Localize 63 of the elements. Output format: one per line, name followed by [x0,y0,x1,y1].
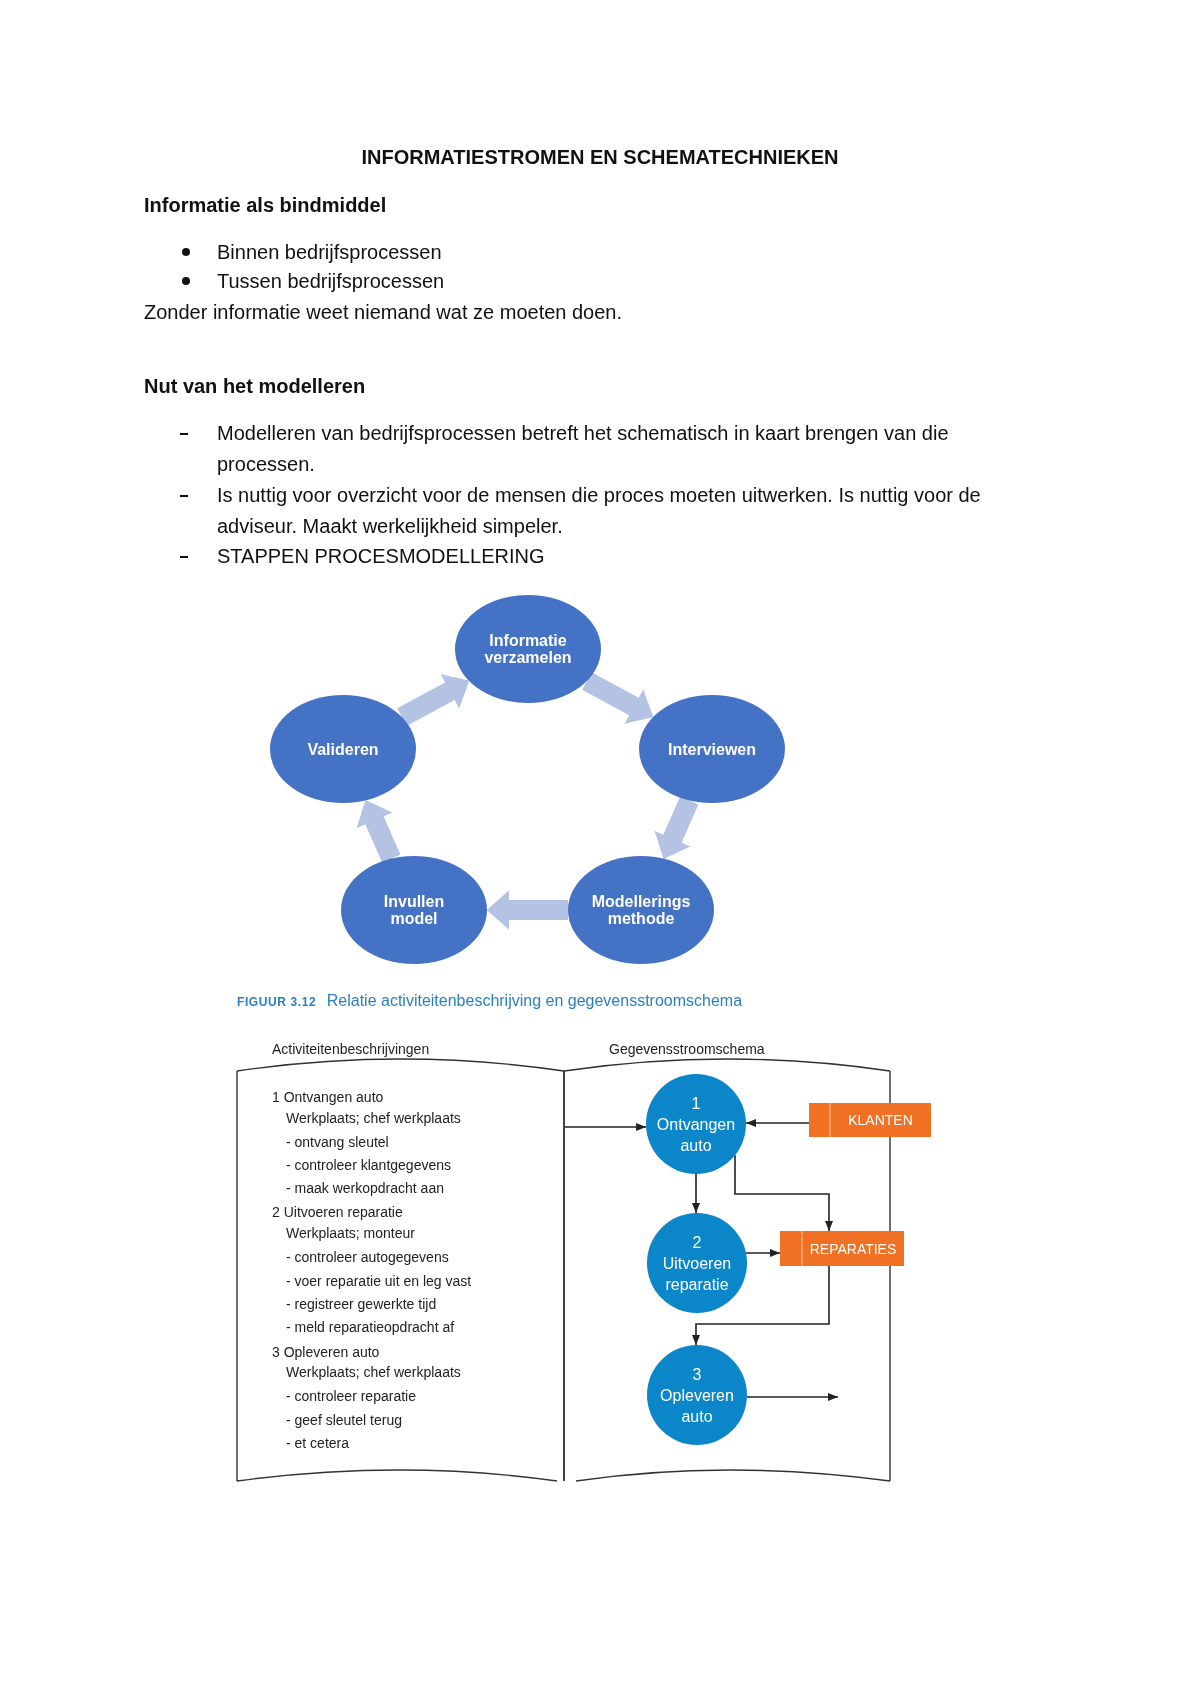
activity-line: - ontvang sleutel [286,1133,389,1151]
node-label: Valideren [307,740,379,758]
process-ellipse [639,695,785,803]
data-store [809,1103,931,1137]
activity-line: - maak werkopdracht aan [286,1179,444,1197]
block-arrow [487,890,568,930]
activity-title: 1 Ontvangen auto [272,1088,384,1106]
arrow [563,1123,647,1131]
activity-line: Werkplaats; chef werkplaats [286,1109,461,1127]
process-ellipse [341,856,487,964]
activity-line: Werkplaats; monteur [286,1224,415,1242]
process-ellipse [455,595,601,703]
block-arrow [654,796,699,859]
block-arrow [397,673,470,726]
data-store [780,1231,904,1266]
node-label: Invullen model [382,893,446,927]
node-label: 2 [692,1232,702,1253]
activity-line: - et cetera [286,1434,350,1452]
list-item: STAPPEN PROCESMODELLERING [217,543,545,569]
arrow [692,1173,700,1214]
arrow [734,1154,833,1232]
list-item: Binnen bedrijfsprocessen [217,239,442,265]
column-heading: Activiteitenbeschrijvingen [272,1040,430,1058]
arrow [692,1265,830,1346]
arrow [745,1119,810,1127]
section-heading: Informatie als bindmiddel [144,192,387,218]
activity-line: - controleer autogegevens [286,1248,449,1266]
section-heading: Nut van het modelleren [144,373,366,399]
node-label: REPARATIES [809,1239,897,1258]
node-label: KLANTEN [848,1111,913,1129]
activity-title: 2 Uitvoeren reparatie [272,1203,403,1221]
activity-line: - meld reparatieopdracht af [286,1318,455,1336]
list-item: Modelleren van bedrijfsprocessen betreft het schematisch in kaart brengen van die processen. [217,420,950,477]
block-arrow [582,672,654,725]
arrow [745,1249,781,1257]
page-title: INFORMATIESTROMEN EN SCHEMATECHNIEKEN [361,145,839,169]
process-circle [647,1213,747,1313]
node-label: 1 [691,1093,701,1114]
activity-line: - geef sleutel terug [286,1411,402,1429]
node-label: Interviewen [668,740,756,758]
list-item: Tussen bedrijfsprocessen [217,268,445,294]
activity-title: 3 Opleveren auto [272,1343,380,1361]
paragraph: Zonder informatie weet niemand wat ze moeten doen. [144,299,623,325]
column-heading: Gegevensstroomschema [609,1040,765,1058]
figure-caption: FIGUUR 3.12 Relatie activiteitenbeschrijving en gegevensstroomschema [237,991,743,1011]
process-ellipse [568,856,714,964]
arrow [746,1393,839,1401]
activity-line: - controleer reparatie [286,1387,416,1405]
node-label: Opleveren auto [659,1385,735,1427]
activity-line: Werkplaats; chef werkplaats [286,1363,461,1381]
node-label: Informatie verzamelen [483,632,573,666]
node-label: Uitvoeren reparatie [661,1253,733,1295]
process-circle [646,1074,746,1174]
list-item: Is nuttig voor overzicht voor de mensen die proces moeten uitwerken. Is nuttig voor de adviseur. Maakt werkelijkheid simpeler. [217,482,982,539]
node-label: Modellerings methode [590,893,692,927]
activity-line: - voer reparatie uit en leg vast [286,1272,472,1290]
block-arrow [356,800,401,863]
node-label: 3 [692,1364,702,1385]
process-circle [647,1345,747,1445]
process-ellipse [270,695,416,803]
activity-line: - controleer klantgegevens [286,1156,451,1174]
node-label: Ontvangen auto [655,1114,737,1156]
activity-line: - registreer gewerkte tijd [286,1295,437,1313]
